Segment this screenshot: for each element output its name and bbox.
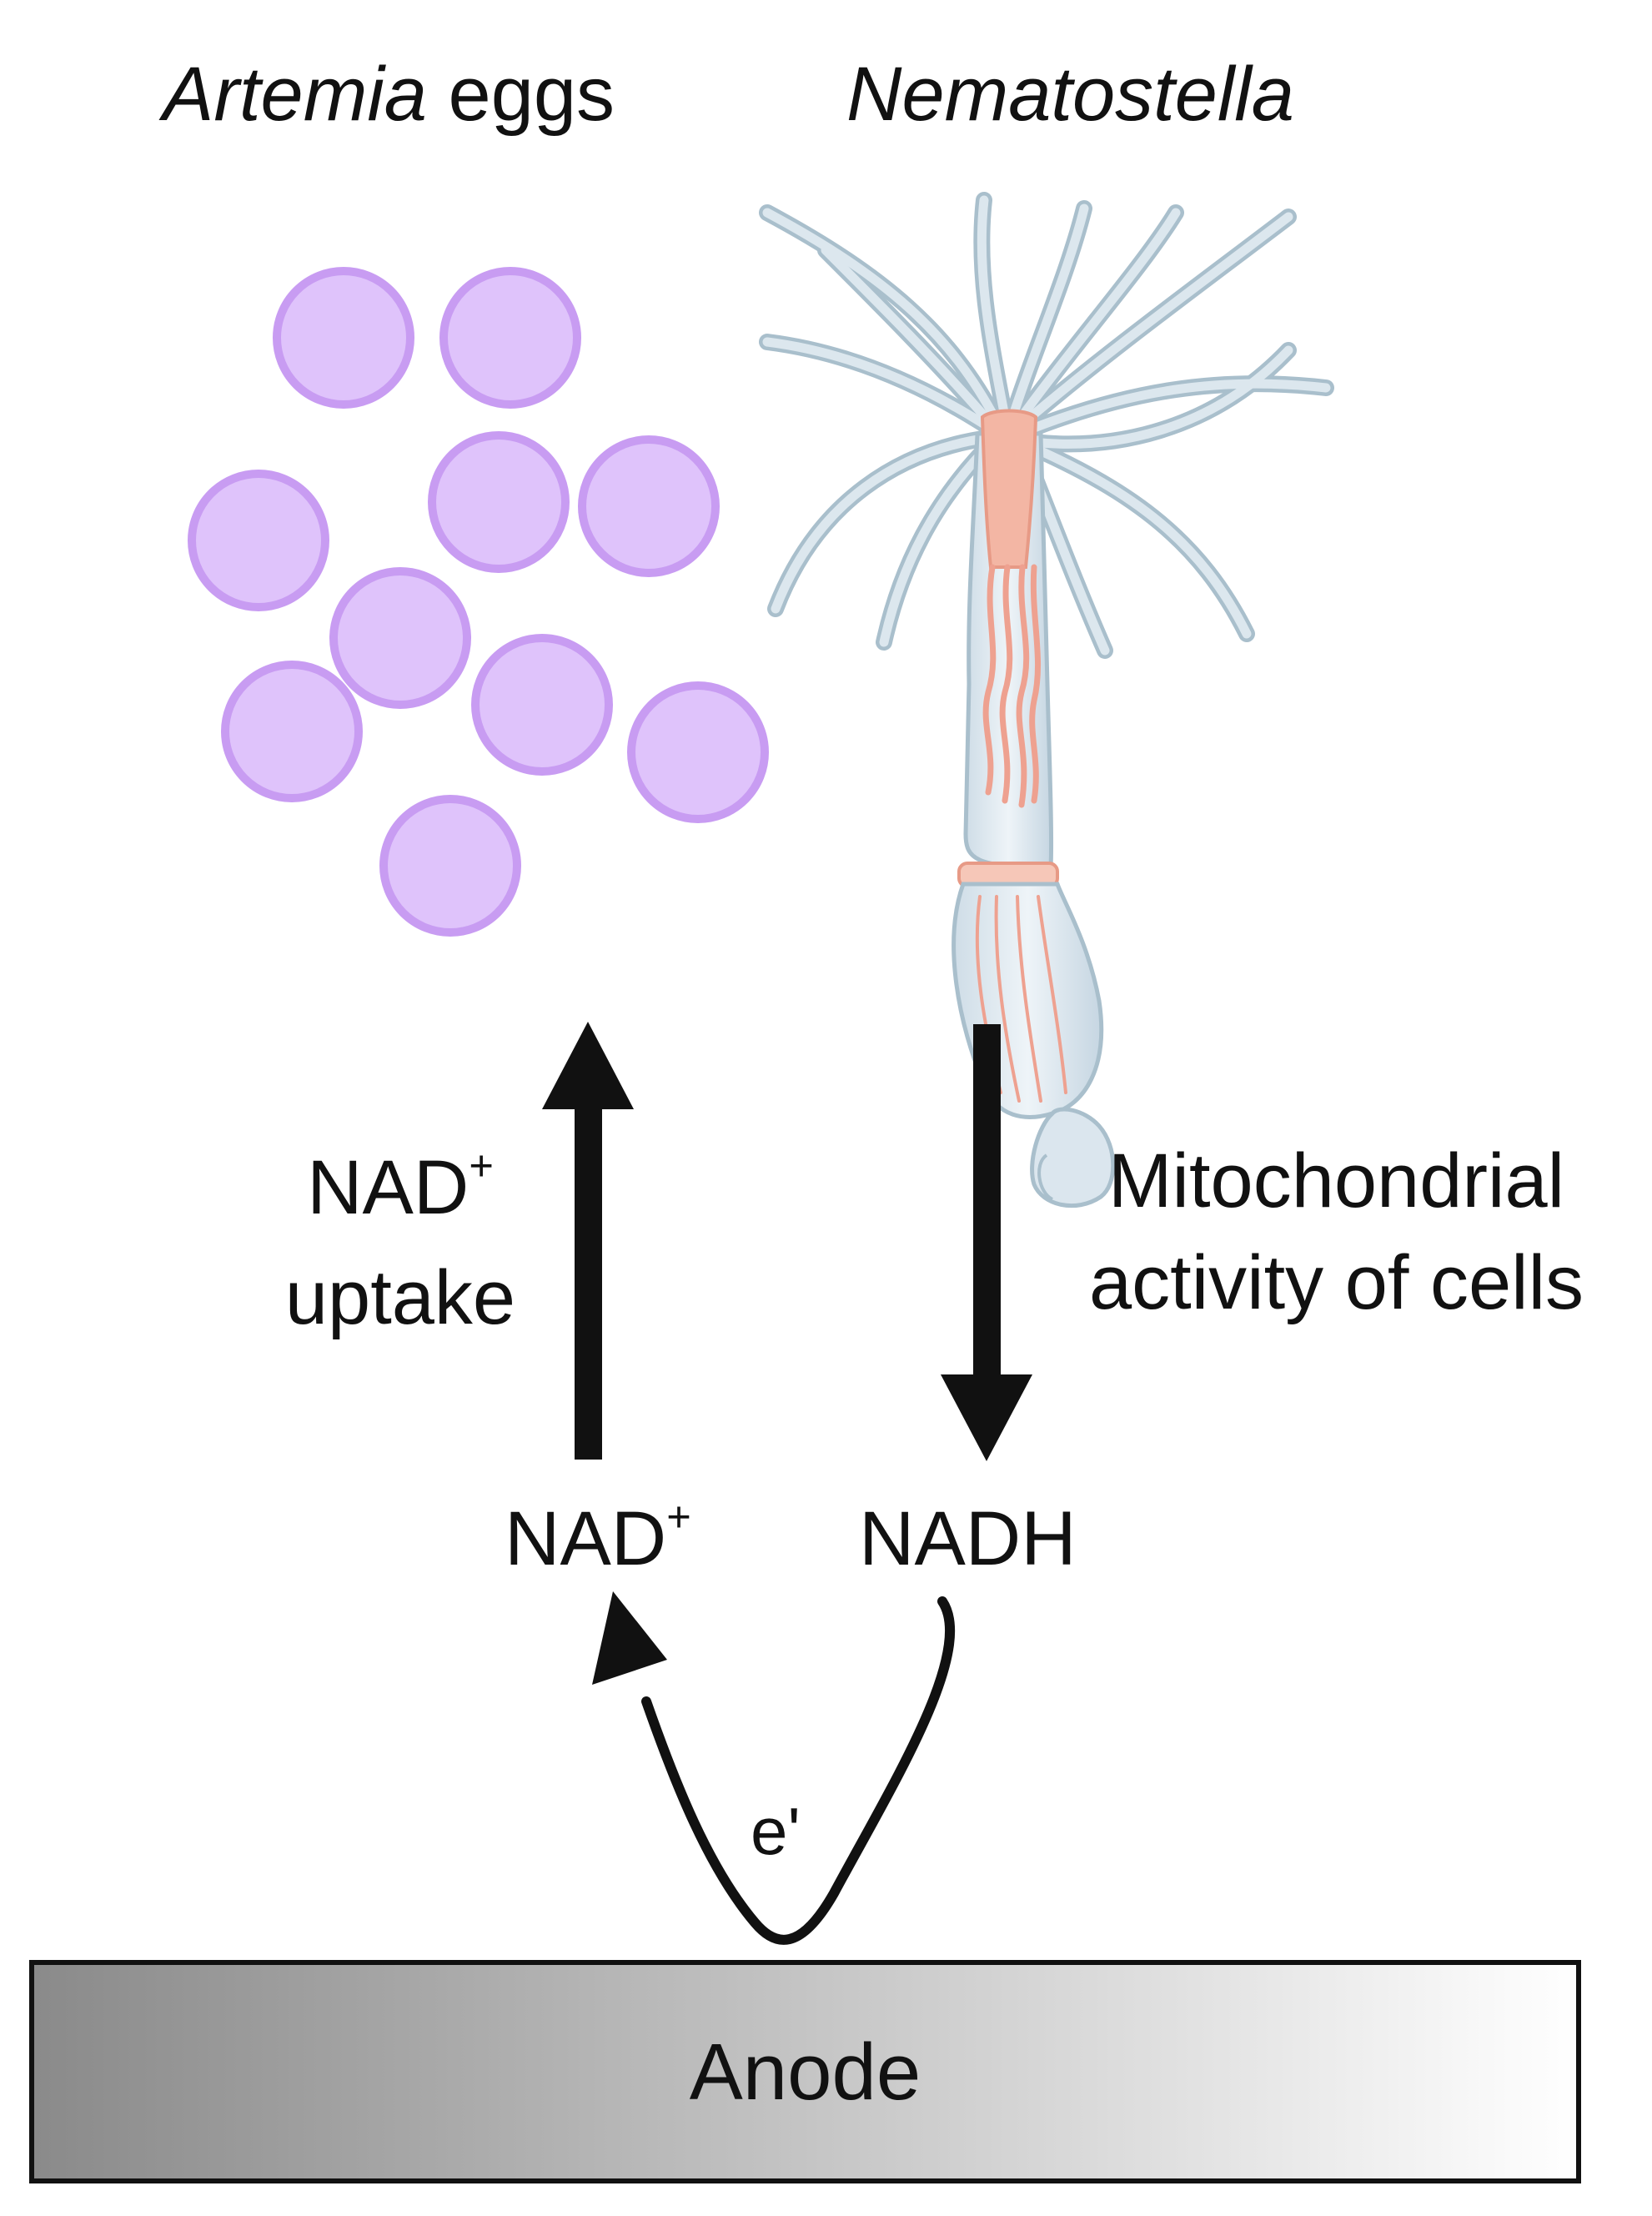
nadh-label: NADH — [859, 1496, 1077, 1581]
electron-label: e' — [751, 1794, 801, 1868]
egg — [379, 795, 521, 937]
egg — [188, 470, 329, 611]
nad-uptake-line2: uptake — [284, 1255, 516, 1340]
egg — [329, 567, 471, 709]
sea-anemone-icon — [759, 192, 1334, 1208]
egg — [471, 634, 613, 776]
artemia-species-name: Artemia — [163, 52, 427, 137]
egg — [221, 661, 363, 802]
mitochondrial-line2: activity of cells — [1088, 1240, 1584, 1325]
electron-transfer-curve — [592, 1591, 956, 1945]
nad-uptake-label: NAD+ uptake — [250, 1138, 550, 1347]
up-arrow — [542, 1022, 634, 1460]
egg — [428, 431, 570, 573]
nad-plus-label: NAD+ — [505, 1492, 691, 1581]
egg — [627, 681, 769, 823]
artemia-label: Artemia eggs — [163, 48, 615, 140]
anode-electrode — [29, 1960, 1581, 2183]
down-arrow — [941, 1024, 1032, 1461]
egg-cluster-icon — [188, 267, 769, 937]
nad-uptake-line1: NAD+ — [307, 1141, 494, 1230]
mitochondrial-activity-label: Mitochondrial activity of cells — [1030, 1130, 1643, 1334]
egg — [578, 435, 720, 577]
nematostella-label: Nematostella — [846, 52, 1294, 137]
anode-label: Anode — [689, 2028, 921, 2117]
egg — [439, 267, 581, 409]
mitochondrial-line1: Mitochondrial — [1107, 1138, 1565, 1224]
artemia-eggs-word: eggs — [426, 52, 615, 137]
egg — [273, 267, 414, 409]
